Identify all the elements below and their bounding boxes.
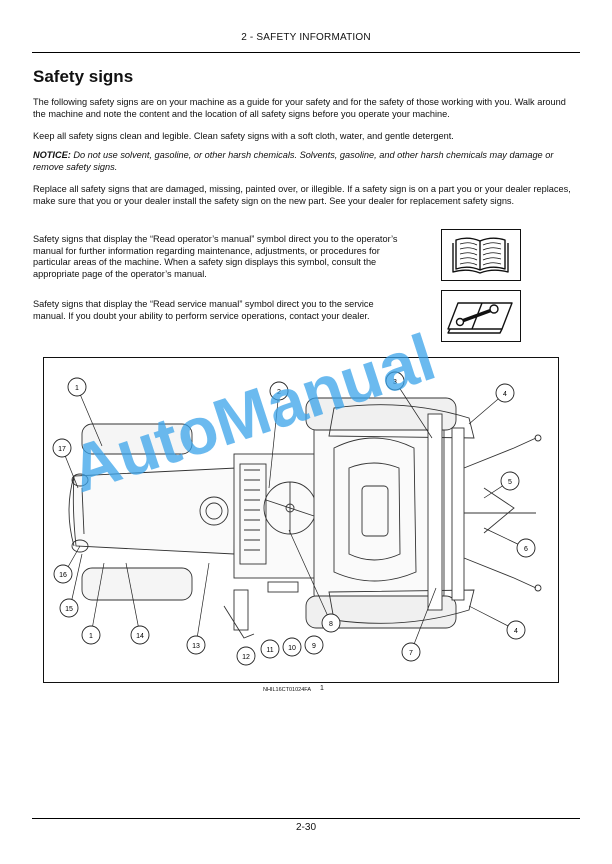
callout-label: 9	[312, 643, 316, 650]
open-book-icon	[441, 229, 521, 281]
figure-number: 1	[320, 685, 324, 692]
callout-label: 2	[277, 389, 281, 396]
tractor-diagram: 1 2 3 4 17 5 6 16 15 1 14 13 8 9 10 11 1…	[43, 357, 559, 683]
callout-13: 13	[186, 635, 206, 655]
notice-label: NOTICE:	[33, 150, 71, 160]
callout-4-top: 4	[495, 383, 515, 403]
callout-label: 1	[89, 633, 93, 640]
callout-1-bottom: 1	[81, 625, 101, 645]
clean-paragraph: Keep all safety signs clean and legible.…	[33, 131, 454, 141]
callout-7: 7	[401, 642, 421, 662]
callout-label: 12	[242, 654, 250, 661]
notice-body: Do not use solvent, gasoline, or other h…	[33, 150, 554, 172]
page-title: Safety signs	[33, 67, 134, 86]
callout-label: 6	[524, 546, 528, 553]
callout-label: 7	[409, 650, 413, 657]
callout-label: 11	[266, 647, 273, 654]
callout-label: 15	[65, 606, 73, 613]
front-wheel-top	[81, 423, 193, 455]
callout-17: 17	[52, 438, 72, 458]
callout-label: 13	[192, 643, 200, 650]
front-wheel-bottom	[81, 567, 193, 601]
callout-9: 9	[304, 635, 324, 655]
rear-wheel-bottom	[305, 595, 457, 629]
figure-caption: NHIL16CT01024FA	[263, 687, 311, 693]
callout-4-bottom: 4	[506, 620, 526, 640]
callout-2: 2	[269, 381, 289, 401]
callout-5: 5	[500, 471, 520, 491]
callout-label: 14	[136, 633, 144, 640]
callout-label: 4	[503, 391, 507, 398]
callout-11: 11	[260, 639, 280, 659]
hood	[72, 467, 237, 555]
callout-label: 10	[288, 645, 296, 652]
callout-label: 3	[393, 379, 397, 386]
page-number: 2-30	[295, 822, 316, 833]
page-header: 2 - SAFETY INFORMATION	[241, 32, 371, 43]
callout-label: 17	[58, 446, 66, 453]
callout-label: 16	[59, 572, 67, 579]
header-rule	[32, 52, 580, 53]
callout-6: 6	[516, 538, 536, 558]
callout-15: 15	[59, 598, 79, 618]
callout-10: 10	[282, 637, 302, 657]
service-manual-paragraph: Safety signs that display the “Read serv…	[33, 299, 374, 321]
callout-3: 3	[385, 371, 405, 391]
callout-12: 12	[236, 646, 256, 666]
callout-label: 8	[329, 621, 333, 628]
callout-label: 1	[75, 385, 79, 392]
operator-manual-paragraph: Safety signs that display the “Read oper…	[33, 234, 398, 279]
footer-rule	[32, 818, 580, 819]
callout-label: 4	[514, 628, 518, 635]
callout-8: 8	[321, 613, 341, 633]
intro-paragraph: The following safety signs are on your m…	[33, 97, 566, 119]
callout-label: 5	[508, 479, 512, 486]
replace-paragraph: Replace all safety signs that are damage…	[33, 184, 571, 206]
wrench-book-icon	[441, 290, 521, 342]
notice-paragraph: NOTICE: Do not use solvent, gasoline, or…	[33, 150, 581, 173]
callout-14: 14	[130, 625, 150, 645]
callout-1-top: 1	[67, 377, 87, 397]
callouts: 1 2 3 4 17 5 6 16 15 1 14 13 8 9 10 11 1…	[52, 371, 536, 666]
callout-16: 16	[53, 564, 73, 584]
